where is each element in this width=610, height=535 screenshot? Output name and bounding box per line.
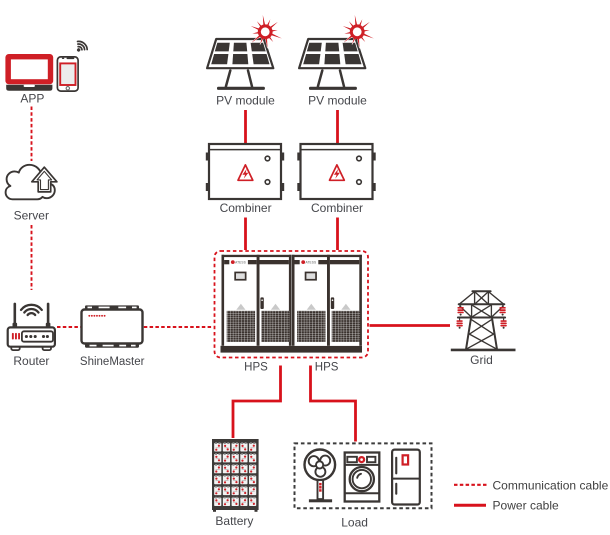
svg-text:Combiner: Combiner — [311, 201, 363, 215]
svg-text:PV module: PV module — [216, 93, 275, 107]
svg-text:PV module: PV module — [308, 93, 367, 107]
svg-text:Router: Router — [13, 354, 49, 368]
svg-text:ATESS: ATESS — [306, 260, 317, 264]
svg-text:ATESS: ATESS — [235, 260, 246, 264]
svg-text:ShineMaster: ShineMaster — [80, 356, 145, 368]
svg-text:HPS: HPS — [315, 362, 339, 374]
svg-text:Server: Server — [14, 209, 49, 223]
svg-text:Grid: Grid — [470, 353, 493, 367]
svg-text:Communication cable: Communication cable — [493, 478, 609, 492]
svg-text:Power cable: Power cable — [493, 498, 560, 512]
svg-text:Load: Load — [341, 516, 368, 530]
svg-text:Battery: Battery — [215, 514, 253, 528]
svg-text:APP: APP — [20, 91, 44, 105]
svg-text:HPS: HPS — [244, 362, 268, 374]
svg-text:Combiner: Combiner — [220, 201, 272, 215]
